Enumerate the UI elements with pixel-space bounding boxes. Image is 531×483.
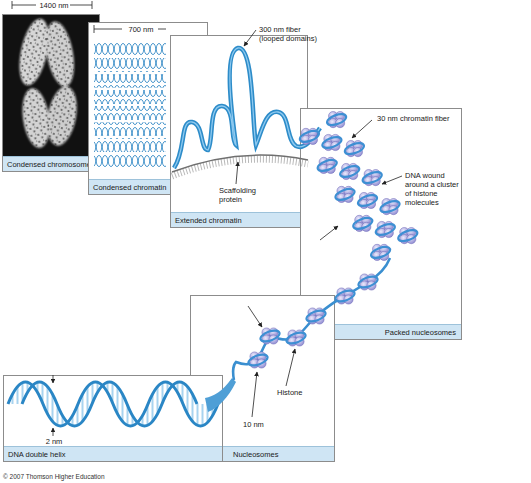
dna-helix bbox=[8, 360, 220, 450]
dimension-line bbox=[94, 29, 122, 30]
coil-row bbox=[94, 58, 166, 72]
chromatid-texture bbox=[14, 16, 54, 88]
nucleosome bbox=[285, 330, 307, 346]
chromosome-photo bbox=[14, 16, 81, 149]
copyright-note: © 2007 Thomson Higher Education bbox=[3, 473, 105, 480]
nucleosome bbox=[361, 170, 383, 186]
coil-row bbox=[94, 106, 166, 120]
callout-label: 30 nm chromatin fiber bbox=[377, 114, 450, 123]
measure-arrow bbox=[53, 375, 54, 383]
coil-row bbox=[94, 90, 166, 104]
nucleosome bbox=[357, 274, 379, 290]
helix-strand bbox=[8, 382, 218, 426]
dimension-bracket bbox=[94, 25, 166, 33]
nucleosome bbox=[326, 112, 348, 128]
nucleosome bbox=[343, 141, 365, 157]
nucleosome bbox=[334, 288, 356, 304]
chromatid-texture bbox=[19, 86, 53, 149]
chromosome-texture bbox=[14, 16, 81, 149]
coil-row bbox=[94, 154, 166, 168]
leader-arrow bbox=[236, 162, 238, 184]
nucleosome bbox=[357, 192, 379, 208]
coil-row bbox=[94, 122, 166, 136]
linker-dna bbox=[233, 258, 390, 380]
chromatid-arm bbox=[43, 84, 81, 148]
leader-arrows bbox=[53, 30, 402, 436]
callout-label: 300 nm fiber (looped domains) bbox=[259, 25, 317, 43]
diagram-panel: DNA double helix2 nm bbox=[3, 375, 223, 462]
scaffold-protein bbox=[172, 155, 308, 176]
nucleosome bbox=[370, 244, 392, 260]
nucleosome-string bbox=[247, 274, 379, 368]
nucleosome bbox=[321, 134, 343, 150]
base-pairs bbox=[8, 360, 220, 450]
dimension-line bbox=[158, 29, 166, 30]
leader-arrow bbox=[244, 30, 256, 46]
leader-arrow bbox=[286, 349, 295, 386]
nucleosome bbox=[352, 215, 374, 231]
dimension-label: 2 nm bbox=[44, 437, 64, 446]
leader-arrow bbox=[352, 120, 372, 138]
photo-panel: Condensed chromosome1400 nm bbox=[2, 14, 100, 172]
chromatid-texture bbox=[43, 84, 81, 148]
dimension-label: 1400 nm bbox=[39, 1, 69, 10]
callout-label: DNA wound around a cluster of histone mo… bbox=[405, 171, 463, 207]
nucleosome bbox=[247, 352, 269, 368]
coil-row bbox=[94, 42, 166, 56]
chromatid-arm bbox=[19, 86, 53, 149]
measure-arrow bbox=[248, 306, 262, 327]
nucleosome bbox=[397, 228, 419, 244]
measure-arrow bbox=[252, 372, 257, 417]
coil-row bbox=[94, 74, 166, 88]
helix-strand bbox=[22, 382, 197, 426]
leader-arrow bbox=[382, 176, 402, 184]
nucleosome bbox=[316, 157, 338, 173]
dimension-bracket bbox=[12, 1, 92, 9]
dimension-tick bbox=[92, 1, 93, 9]
scaffold-line bbox=[172, 155, 308, 172]
coil-row bbox=[94, 138, 166, 152]
dimension-tick bbox=[12, 1, 13, 9]
nucleosome bbox=[305, 308, 327, 324]
dimension-line bbox=[12, 5, 36, 6]
nucleosome bbox=[298, 128, 320, 144]
chromatid-arm bbox=[14, 16, 54, 88]
chromatid-arm bbox=[41, 19, 78, 89]
callout-label: Histone bbox=[277, 388, 302, 397]
panel-caption: Condensed chromosome bbox=[3, 156, 99, 171]
dna-ribbon bbox=[205, 378, 236, 412]
nucleosome bbox=[374, 221, 396, 237]
callout-label: Scaffolding protein bbox=[219, 186, 269, 204]
diagram-panel: Extended chromatin300 nm fiber (looped d… bbox=[170, 35, 308, 228]
nucleosome bbox=[259, 328, 281, 344]
nucleosome bbox=[339, 163, 361, 179]
nucleosome bbox=[379, 199, 401, 215]
panel-caption: DNA double helix bbox=[4, 446, 222, 461]
scaffold-hatch bbox=[172, 159, 308, 176]
measure-arrow bbox=[53, 428, 54, 436]
chromatid-texture bbox=[41, 19, 78, 89]
dimension-tick bbox=[94, 25, 95, 33]
fiber-highlight bbox=[174, 48, 320, 168]
packed-fiber bbox=[298, 112, 418, 261]
dimension-label: 10 nm bbox=[243, 420, 264, 429]
fiber-tube bbox=[174, 48, 320, 168]
dimension-label: 700 nm bbox=[125, 25, 157, 34]
chromatin-coils bbox=[94, 42, 166, 168]
leader-arrow bbox=[320, 226, 338, 240]
nucleosome bbox=[334, 186, 356, 202]
dimension-line bbox=[70, 5, 92, 6]
looped-fiber bbox=[174, 48, 320, 168]
panel-caption: Extended chromatin bbox=[171, 212, 307, 227]
